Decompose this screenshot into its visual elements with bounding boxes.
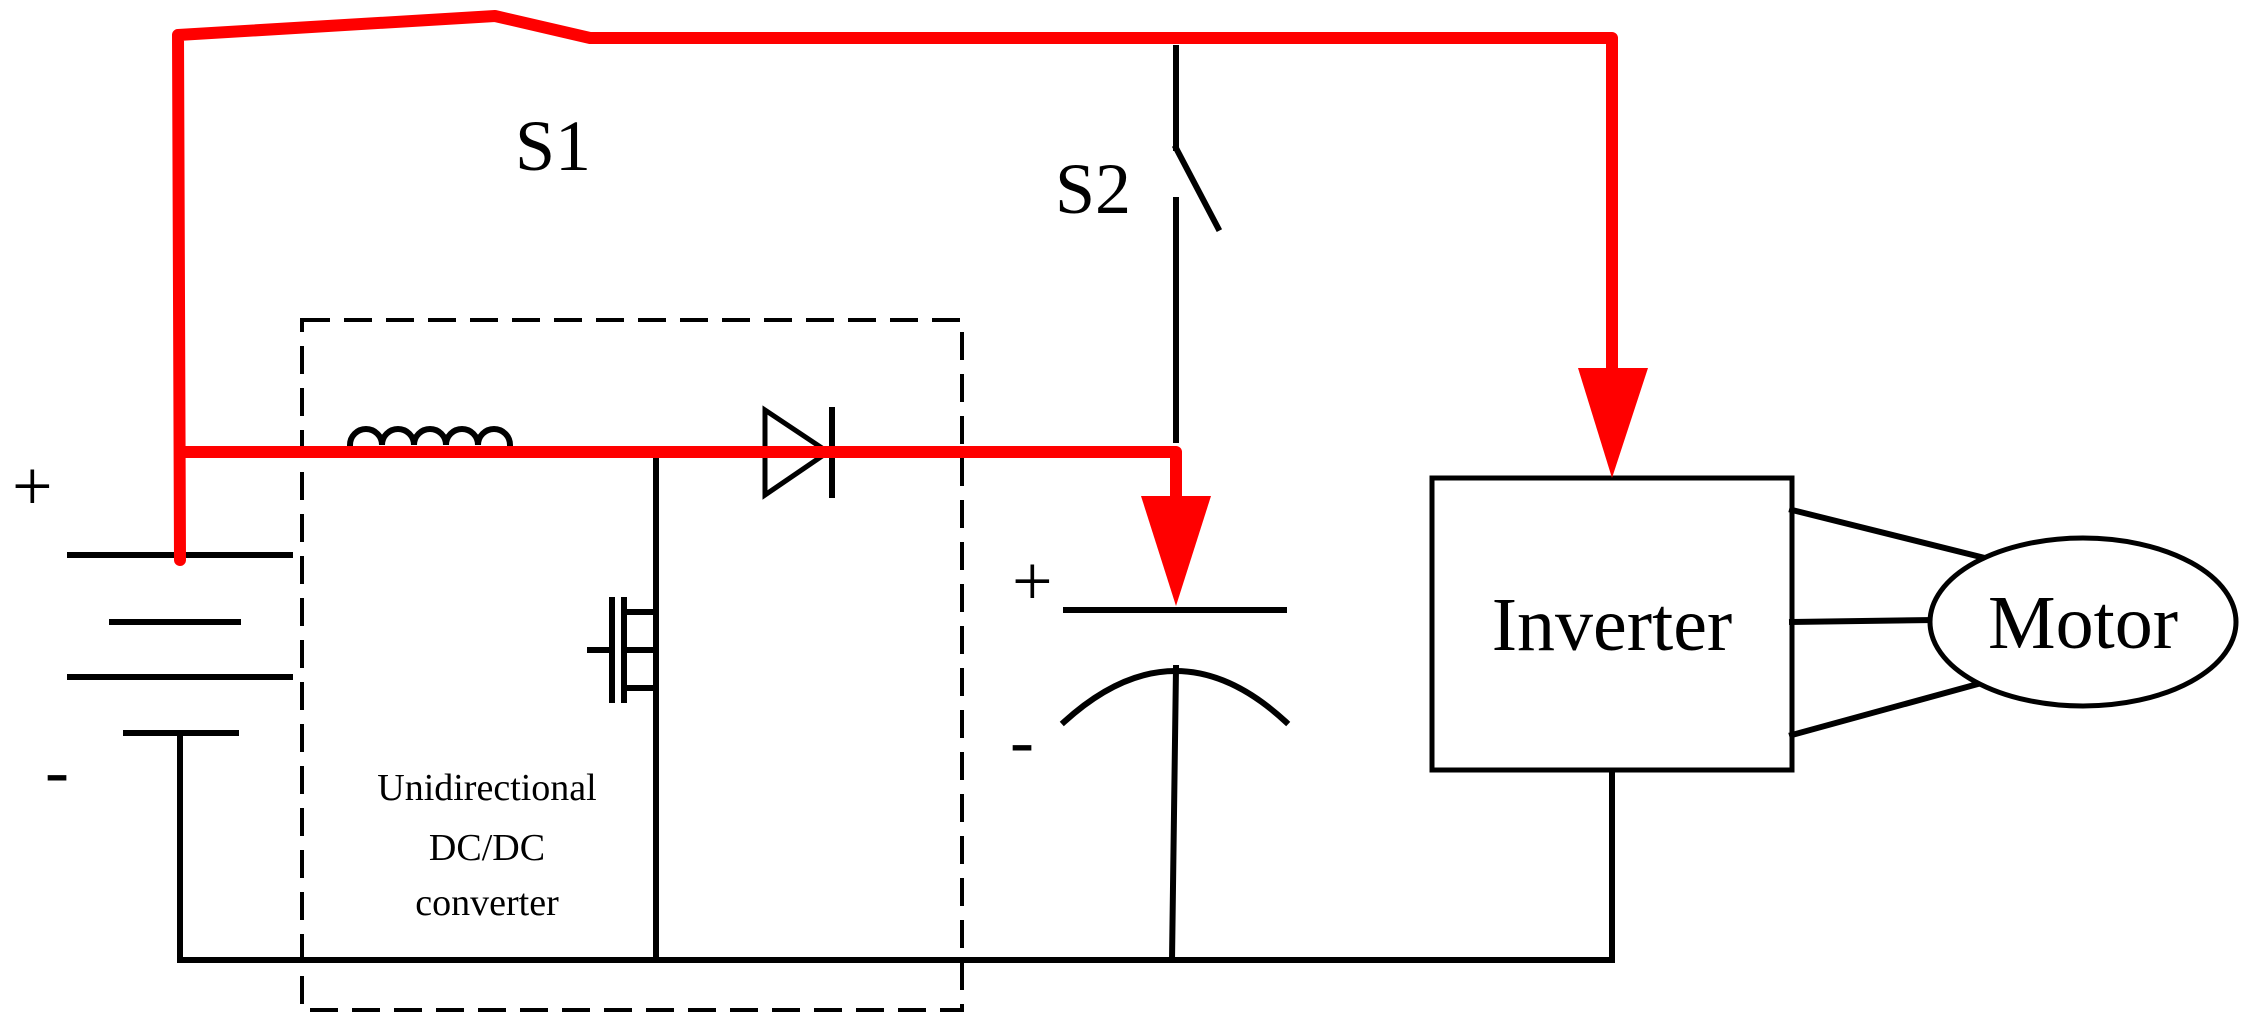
inverter-label: Inverter xyxy=(1492,583,1733,667)
converter-boundary xyxy=(300,318,964,1012)
current-path xyxy=(172,10,1648,606)
capacitor-plus-sign: + xyxy=(1012,541,1053,621)
converter-label-line3: converter xyxy=(415,882,559,924)
battery-minus-sign: - xyxy=(45,731,69,811)
capacitor-minus-sign: - xyxy=(1010,701,1034,781)
motor-phase-wires xyxy=(1788,506,1989,739)
switch-s2-label: S2 xyxy=(1055,149,1131,229)
battery-plus-sign: + xyxy=(12,446,53,526)
inverter-arrow-head xyxy=(1578,368,1648,478)
motor-label: Motor xyxy=(1988,581,2178,665)
mosfet xyxy=(587,452,659,963)
switch-s2 xyxy=(1171,45,1223,443)
capacitor-arrow-head xyxy=(1141,496,1211,606)
motor-ellipse xyxy=(1927,535,2239,709)
converter-label-line1: Unidirectional xyxy=(377,767,596,809)
battery xyxy=(67,552,293,963)
capacitor xyxy=(1059,607,1291,964)
converter-label-line2: DC/DC xyxy=(429,827,545,869)
inductor xyxy=(346,426,514,449)
switch-s1-label: S1 xyxy=(515,106,591,186)
